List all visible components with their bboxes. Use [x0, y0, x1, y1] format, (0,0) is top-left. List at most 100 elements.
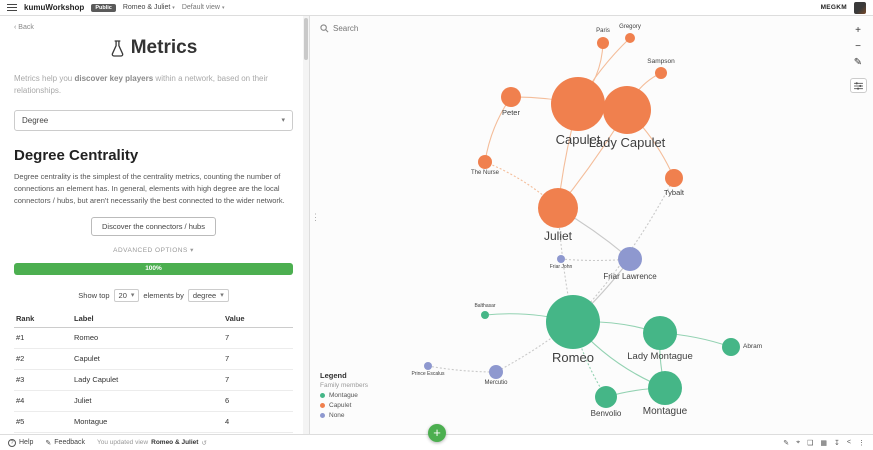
graph-node-label: Mercutio: [484, 380, 508, 386]
graph-node-sampson[interactable]: [655, 67, 667, 79]
search-icon: [320, 24, 329, 33]
graph-node-benvolio[interactable]: [595, 386, 617, 408]
graph-node-montague[interactable]: [648, 371, 682, 405]
filter-settings-icon: [854, 81, 863, 90]
label-cell: Juliet: [72, 390, 223, 412]
more-icon[interactable]: ⋮: [858, 439, 865, 447]
locate-icon[interactable]: ⌖: [796, 438, 801, 446]
show-top-pre: Show top: [78, 290, 110, 300]
table-icon[interactable]: ▦: [820, 439, 828, 447]
graph-node-label: Sampson: [647, 57, 675, 65]
graph-node-label: Balthasar: [474, 303, 496, 309]
graph-node-label: The Nurse: [470, 170, 500, 176]
graph-node-label: Benvolio: [590, 409, 622, 418]
metric-dropdown-value: Degree: [22, 115, 49, 125]
panel-resize-handle[interactable]: ⋮: [311, 212, 320, 223]
download-icon[interactable]: ↧: [834, 439, 840, 447]
graph-node-juliet[interactable]: [538, 188, 578, 228]
avatar[interactable]: [854, 1, 866, 14]
legend-dot: [320, 403, 325, 408]
progress-label: 100%: [145, 265, 162, 273]
map-settings-button[interactable]: [850, 78, 867, 93]
view-menu[interactable]: Default view ▾: [182, 4, 225, 11]
label-cell: Montague: [72, 411, 223, 433]
panel-title: Metrics: [14, 37, 293, 59]
graph-node-label: Friar John: [549, 264, 573, 270]
help-button[interactable]: ? Help: [8, 438, 34, 447]
graph-node-paris[interactable]: [597, 37, 609, 49]
graph-node-label: Capulet: [555, 132, 601, 147]
value-cell: 7: [223, 348, 293, 370]
metrics-panel: ‹ Back Metrics Metrics help you discover…: [0, 16, 310, 434]
zoom-out-button[interactable]: −: [851, 40, 865, 53]
graph-node-nurse[interactable]: [478, 155, 492, 169]
graph-node-label: Tybalt: [663, 188, 685, 197]
hamburger-menu-icon[interactable]: [7, 3, 17, 12]
back-link[interactable]: ‹ Back: [14, 24, 293, 31]
chevron-down-icon: ▾: [130, 292, 135, 300]
feedback-button[interactable]: ✎ Feedback: [45, 439, 85, 447]
label-cell: Lady Montague: [72, 432, 223, 434]
graph-node-label: Paris: [596, 28, 610, 34]
count-select[interactable]: 20 ▾: [113, 288, 140, 302]
graph-node-friarlawrence[interactable]: [618, 247, 642, 271]
panel-title-text: Metrics: [130, 37, 198, 58]
graph-node-peter[interactable]: [501, 87, 521, 107]
graph-node-capulet[interactable]: [551, 77, 605, 131]
pencil-icon: ✎: [45, 439, 52, 447]
advanced-options-link[interactable]: ADVANCED OPTIONS ▾: [14, 246, 293, 254]
advanced-options-label: ADVANCED OPTIONS: [113, 246, 188, 254]
value-cell: 7: [223, 369, 293, 391]
graph-node-ladymontague[interactable]: [643, 316, 677, 350]
rank-cell: #2: [14, 348, 72, 370]
help-label: Help: [19, 439, 34, 446]
format-icon[interactable]: ✎: [783, 439, 790, 447]
edit-button[interactable]: ✎: [851, 56, 865, 69]
legend-item[interactable]: None: [320, 412, 368, 419]
graph-node-mercutio[interactable]: [489, 365, 503, 379]
public-badge: Public: [91, 3, 116, 12]
back-label: Back: [18, 24, 34, 31]
graph-edge: [484, 96, 512, 163]
graph-node-ladycapulet[interactable]: [603, 86, 651, 134]
graph-node-abram[interactable]: [722, 338, 740, 356]
graph-node-balthasar[interactable]: [481, 311, 489, 319]
map-search[interactable]: [320, 24, 423, 33]
project-menu[interactable]: Romeo & Juliet ▾: [123, 4, 175, 11]
zoom-in-button[interactable]: +: [851, 24, 865, 37]
legend-item[interactable]: Montague: [320, 392, 368, 399]
feedback-label: Feedback: [54, 439, 86, 446]
sidebar-scrollbar-thumb[interactable]: [304, 18, 308, 60]
sort-metric-select[interactable]: degree ▾: [187, 288, 229, 302]
share-icon[interactable]: <: [846, 438, 851, 446]
graph-node-romeo[interactable]: [546, 295, 600, 349]
undo-icon[interactable]: ↺: [201, 439, 207, 447]
metric-dropdown[interactable]: Degree ▾: [14, 109, 293, 131]
label-cell: Capulet: [72, 348, 223, 370]
graph-node-friarjohn[interactable]: [557, 255, 565, 263]
add-element-fab[interactable]: +: [428, 424, 446, 442]
legend-item[interactable]: Capulet: [320, 402, 368, 409]
graph-node-label: Romeo: [552, 350, 594, 365]
legend-subtitle: Family members: [320, 382, 369, 389]
value-cell: 4: [223, 432, 293, 434]
graph-node-prince[interactable]: [424, 362, 432, 370]
count-select-value: 20: [118, 290, 127, 300]
sidebar-scrollbar[interactable]: [303, 16, 309, 434]
search-input[interactable]: [333, 24, 423, 33]
graph-node-gregory[interactable]: [625, 33, 635, 43]
show-top-controls: Show top 20 ▾ elements by degree ▾: [14, 288, 293, 302]
legend-label: Montague: [329, 392, 358, 399]
discover-button[interactable]: Discover the connectors / hubs: [91, 216, 216, 236]
comment-icon[interactable]: ❑: [807, 439, 814, 447]
graph-node-tybalt[interactable]: [665, 169, 683, 187]
label-cell: Romeo: [72, 327, 223, 349]
